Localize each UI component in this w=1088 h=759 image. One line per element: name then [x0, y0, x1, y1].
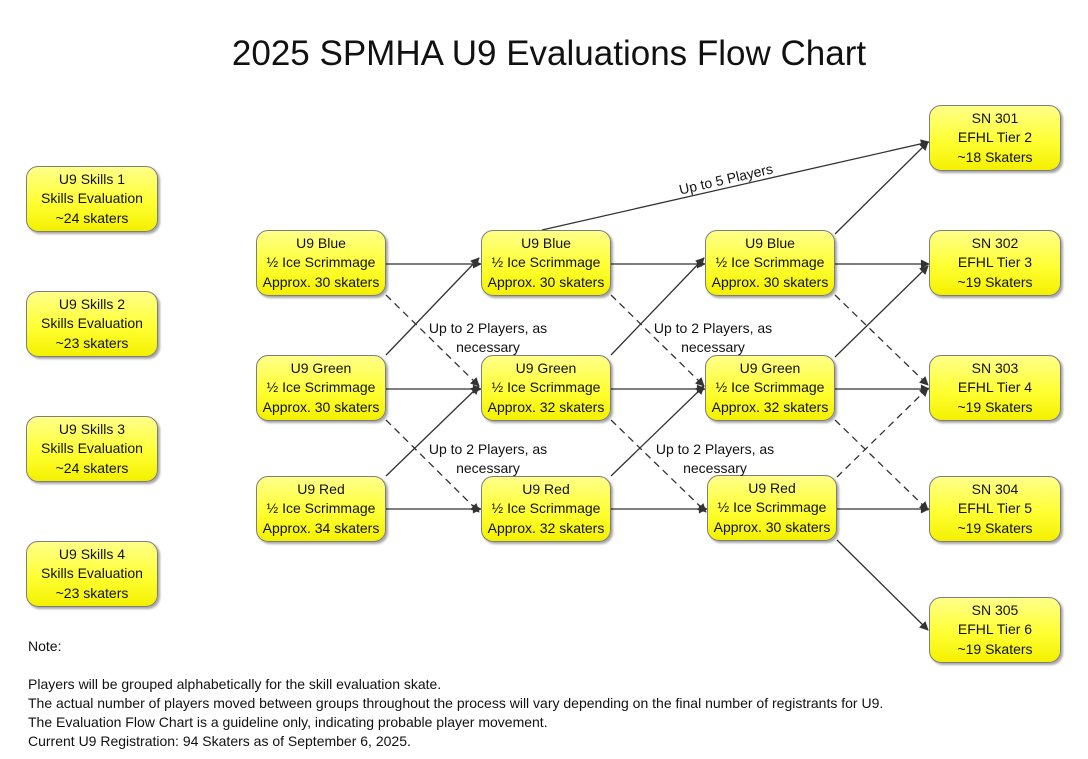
node-sn-302: SN 302 EFHL Tier 3 ~19 Skaters — [929, 230, 1061, 296]
node-sn-303: SN 303 EFHL Tier 4 ~19 Skaters — [929, 355, 1061, 421]
node-sn-301: SN 301 EFHL Tier 2 ~18 Skaters — [929, 105, 1061, 171]
edge-label-r1-r2-upper: Up to 2 Players, as necessary — [428, 320, 548, 355]
node-r1-blue: U9 Blue ½ Ice Scrimmage Approx. 30 skate… — [256, 230, 386, 296]
arrow-r2-blue-to-r3-green — [610, 294, 705, 387]
arrow-r1-green-to-r2-red — [385, 419, 480, 513]
arrow-r3-green-to-sn302 — [834, 265, 929, 358]
notes-section: Note: Players will be grouped alphabetic… — [28, 637, 883, 751]
node-skills-3: U9 Skills 3 Skills Evaluation ~24 skater… — [26, 416, 158, 482]
node-r3-blue: U9 Blue ½ Ice Scrimmage Approx. 30 skate… — [705, 230, 835, 296]
arrow-r2-green-to-r3-red — [610, 419, 707, 513]
arrow-r2-green-to-r3-blue — [610, 257, 705, 356]
arrow-r2-red-to-r3-green — [610, 385, 705, 477]
arrow-r3-red-to-sn305 — [836, 539, 929, 631]
node-r2-blue: U9 Blue ½ Ice Scrimmage Approx. 30 skate… — [481, 230, 611, 296]
node-skills-4: U9 Skills 4 Skills Evaluation ~23 skater… — [26, 541, 158, 607]
note-line: The actual number of players moved betwe… — [28, 695, 884, 711]
node-sn-304: SN 304 EFHL Tier 5 ~19 Skaters — [929, 476, 1061, 542]
page-title: 2025 SPMHA U9 Evaluations Flow Chart — [231, 34, 867, 73]
node-skills-2: U9 Skills 2 Skills Evaluation ~23 skater… — [26, 291, 158, 357]
arrow-r1-blue-to-r2-green — [385, 294, 480, 387]
arrow-r2-blue-to-sn301 — [541, 139, 930, 231]
notes-heading: Note: — [28, 638, 62, 654]
node-r1-red: U9 Red ½ Ice Scrimmage Approx. 34 skater… — [256, 476, 386, 542]
node-r3-green: U9 Green ½ Ice Scrimmage Approx. 32 skat… — [705, 355, 835, 421]
note-line: Players will be grouped alphabetically f… — [28, 676, 442, 692]
arrow-r1-red-to-r2-green — [385, 385, 480, 477]
note-line: The Evaluation Flow Chart is a guideline… — [28, 714, 548, 730]
arrow-r3-blue-to-sn301 — [834, 141, 929, 235]
edge-label-r2-r3-upper: Up to 2 Players, as necessary — [653, 320, 773, 355]
node-r2-green: U9 Green ½ Ice Scrimmage Approx. 32 skat… — [481, 355, 611, 421]
node-r3-red: U9 Red ½ Ice Scrimmage Approx. 30 skater… — [707, 475, 837, 541]
node-skills-1: U9 Skills 1 Skills Evaluation ~24 skater… — [26, 166, 158, 232]
arrow-r3-red-to-sn303 — [836, 387, 929, 478]
edge-label-r1-r2-lower: Up to 2 Players, as necessary — [428, 441, 548, 476]
node-r2-red: U9 Red ½ Ice Scrimmage Approx. 32 skater… — [481, 476, 611, 542]
note-line: Current U9 Registration: 94 Skaters as o… — [28, 733, 411, 749]
arrow-r3-blue-to-sn303 — [834, 294, 929, 386]
node-sn-305: SN 305 EFHL Tier 6 ~19 Skaters — [929, 597, 1061, 663]
arrow-r3-green-to-sn304 — [834, 419, 929, 511]
arrow-r1-green-to-r2-blue — [385, 257, 480, 356]
edge-label-r2-r3-lower: Up to 2 Players, as necessary — [655, 441, 775, 476]
node-r1-green: U9 Green ½ Ice Scrimmage Approx. 30 skat… — [256, 355, 386, 421]
